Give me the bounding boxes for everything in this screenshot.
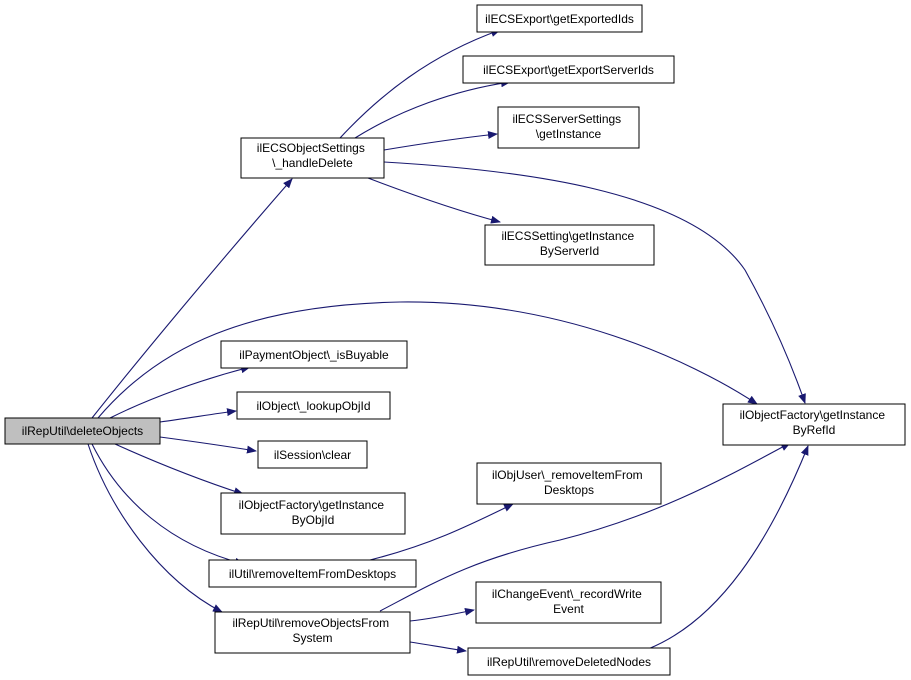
node-get-instance-by-ref-id[interactable]: ilObjectFactory\getInstance ByRefId — [722, 403, 906, 446]
edge-remove-objects-from-system-to-get-instance-by-ref-id — [379, 442, 791, 612]
edge-delete-objects-to-is-buyable — [109, 365, 251, 419]
node-setting-get-instance-by-server-id-label: ilECSSetting\getInstance ByServerId — [501, 229, 637, 258]
node-get-instance-by-obj-id[interactable]: ilObjectFactory\getInstance ByObjId — [220, 492, 406, 535]
edge-delete-objects-to-get-instance-by-ref-id — [97, 301, 758, 419]
node-handle-delete[interactable]: ilECSObjectSettings \_handleDelete — [240, 137, 385, 179]
node-get-export-server-ids[interactable]: ilECSExport\getExportServerIds — [462, 55, 675, 84]
node-remove-objects-from-system[interactable]: ilRepUtil\removeObjectsFrom System — [214, 611, 411, 654]
node-remove-deleted-nodes[interactable]: ilRepUtil\removeDeletedNodes — [467, 647, 671, 676]
node-lookup-obj-id-label: ilObject\_lookupObjId — [256, 399, 370, 413]
node-record-write-event-label: ilChangeEvent\_recordWrite Event — [492, 587, 645, 616]
node-get-exported-ids[interactable]: ilECSExport\getExportedIds — [476, 4, 643, 33]
edge-handle-delete-to-setting-get-instance-by-server-id — [367, 177, 501, 224]
node-session-clear-label: ilSession\clear — [274, 448, 351, 462]
edge-util-remove-item-to-obj-user-remove-item — [369, 503, 514, 561]
edge-delete-objects-to-remove-objects-from-system — [87, 443, 223, 613]
edge-delete-objects-to-handle-delete — [91, 178, 293, 419]
edge-handle-delete-to-get-export-server-ids — [354, 79, 511, 139]
node-is-buyable-label: ilPaymentObject\_isBuyable — [239, 348, 389, 362]
node-get-instance-by-obj-id-label: ilObjectFactory\getInstance ByObjId — [239, 498, 388, 527]
node-server-settings-get-instance-label: ilECSServerSettings \getInstance — [512, 112, 624, 141]
edge-delete-objects-to-session-clear — [159, 436, 257, 454]
node-get-exported-ids-label: ilECSExport\getExportedIds — [485, 12, 634, 26]
edge-delete-objects-to-util-remove-item — [91, 443, 245, 566]
node-obj-user-remove-item-label: ilObjUser\_removeItemFrom Desktops — [492, 468, 646, 497]
node-util-remove-item-label: ilUtil\removeItemFromDesktops — [229, 567, 396, 581]
edge-handle-delete-to-get-instance-by-ref-id — [383, 161, 806, 404]
node-delete-objects-label: ilRepUtil\deleteObjects — [22, 424, 143, 438]
node-is-buyable[interactable]: ilPaymentObject\_isBuyable — [220, 340, 408, 369]
node-remove-deleted-nodes-label: ilRepUtil\removeDeletedNodes — [487, 655, 651, 669]
node-get-instance-by-ref-id-label: ilObjectFactory\getInstance ByRefId — [740, 408, 889, 437]
node-remove-objects-from-system-label: ilRepUtil\removeObjectsFrom System — [232, 616, 392, 645]
edge-delete-objects-to-lookup-obj-id — [159, 408, 237, 423]
node-get-export-server-ids-label: ilECSExport\getExportServerIds — [483, 63, 654, 77]
edge-handle-delete-to-get-exported-ids — [339, 29, 501, 139]
edge-remove-deleted-nodes-to-get-instance-by-ref-id — [647, 445, 809, 650]
node-lookup-obj-id[interactable]: ilObject\_lookupObjId — [236, 391, 391, 420]
edge-delete-objects-to-get-instance-by-obj-id — [114, 443, 244, 496]
node-handle-delete-label: ilECSObjectSettings \_handleDelete — [257, 141, 368, 170]
node-obj-user-remove-item[interactable]: ilObjUser\_removeItemFrom Desktops — [476, 462, 662, 505]
node-setting-get-instance-by-server-id[interactable]: ilECSSetting\getInstance ByServerId — [484, 224, 655, 266]
edge-remove-objects-from-system-to-remove-deleted-nodes — [409, 641, 467, 654]
edge-remove-objects-from-system-to-record-write-event — [409, 607, 475, 622]
node-delete-objects[interactable]: ilRepUtil\deleteObjects — [4, 417, 161, 445]
node-util-remove-item[interactable]: ilUtil\removeItemFromDesktops — [208, 559, 417, 588]
node-session-clear[interactable]: ilSession\clear — [257, 440, 368, 469]
node-server-settings-get-instance[interactable]: ilECSServerSettings \getInstance — [497, 106, 640, 149]
node-record-write-event[interactable]: ilChangeEvent\_recordWrite Event — [475, 581, 662, 624]
edge-handle-delete-to-server-settings-get-instance — [383, 130, 498, 151]
